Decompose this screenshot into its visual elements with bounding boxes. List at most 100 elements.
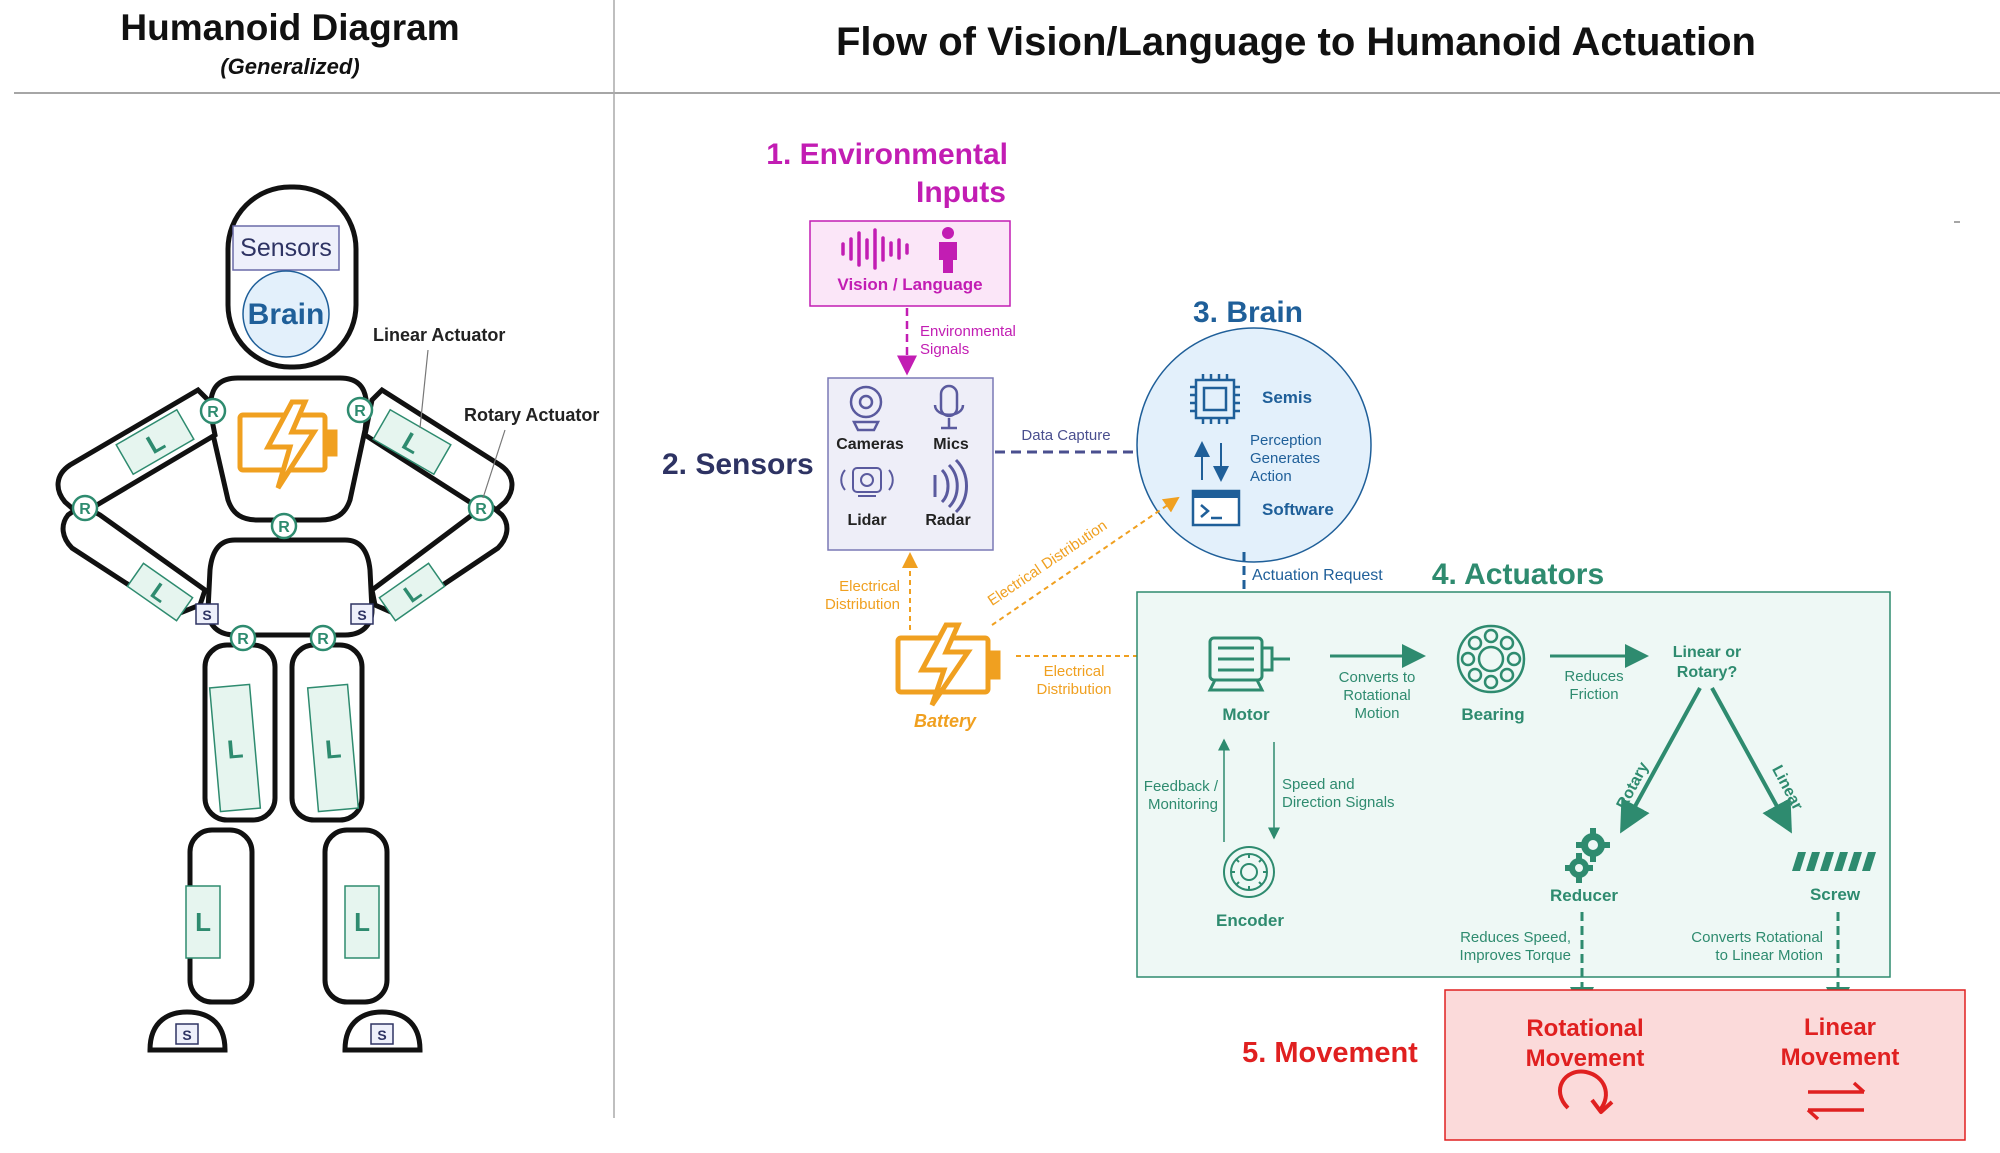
- rotational-movement-line1: Rotational: [1526, 1015, 1643, 1042]
- gear-icon: [1565, 828, 1610, 883]
- rotary-actuator-callout: Rotary Actuator: [464, 405, 599, 425]
- svg-text:L: L: [195, 907, 211, 937]
- svg-text:R: R: [278, 519, 290, 536]
- elec-dist-motor-line1: Electrical: [1044, 663, 1105, 680]
- movement-heading: 5. Movement: [1242, 1037, 1418, 1069]
- battery-label: Battery: [914, 711, 977, 731]
- rotary-joint-markers: R R R R R R R: [71, 396, 495, 652]
- mics-label: Mics: [933, 436, 969, 453]
- sensor-marker-left-hand: S: [195, 603, 219, 625]
- rotary-marker-waist: R: [270, 512, 298, 540]
- left-title: Humanoid Diagram: [120, 7, 459, 48]
- brain-circle: [242, 270, 330, 358]
- env-inputs-heading-line1: 1. Environmental: [766, 138, 1008, 171]
- linear-marker-right-thigh: L: [306, 683, 360, 813]
- rotary-branch-arrow: [1620, 687, 1702, 834]
- converts-line3: Motion: [1354, 705, 1399, 722]
- elec-dist-sensors-line2: Distribution: [825, 596, 900, 613]
- sensors-label: Sensors: [240, 234, 332, 262]
- microphone-icon: [933, 384, 965, 430]
- rotary-marker-right-hip: R: [309, 624, 337, 652]
- brain-label: Brain: [248, 298, 325, 331]
- data-capture-label: Data Capture: [1021, 427, 1110, 444]
- brain-heading: 3. Brain: [1193, 296, 1303, 329]
- svg-text:S: S: [202, 607, 211, 623]
- screw-icon: [1792, 852, 1876, 871]
- actuation-request-label: Actuation Request: [1252, 567, 1383, 584]
- feedback-line1: Feedback /: [1144, 778, 1219, 795]
- rotation-arrow-icon: [1558, 1069, 1614, 1114]
- reduces-friction-line2: Friction: [1569, 686, 1618, 703]
- svg-text:S: S: [182, 1027, 191, 1043]
- svg-text:L: L: [354, 907, 370, 937]
- radar-label: Radar: [925, 512, 970, 529]
- svg-text:R: R: [237, 631, 249, 648]
- svg-text:R: R: [207, 404, 219, 421]
- svg-text:L: L: [324, 733, 343, 764]
- battery-icon: [895, 622, 1001, 707]
- elec-dist-motor-line2: Distribution: [1036, 681, 1111, 698]
- lidar-label: Lidar: [847, 512, 886, 529]
- lidar-icon: [840, 467, 894, 497]
- sensors-heading: 2. Sensors: [662, 448, 814, 481]
- semis-label: Semis: [1262, 388, 1312, 407]
- svg-text:R: R: [79, 501, 91, 518]
- linear-actuator-callout: Linear Actuator: [373, 325, 505, 345]
- svg-text:R: R: [475, 501, 487, 518]
- env-inputs-box-label: Vision / Language: [837, 275, 982, 294]
- rotary-marker-left-shoulder: R: [199, 397, 227, 425]
- speed-line1: Speed and: [1282, 776, 1355, 793]
- svg-text:S: S: [377, 1027, 386, 1043]
- reducer-label: Reducer: [1550, 886, 1618, 905]
- software-label: Software: [1262, 500, 1334, 519]
- screw-label: Screw: [1810, 885, 1861, 904]
- svg-text:S: S: [357, 607, 366, 623]
- linear-marker-left-shin: L: [185, 885, 221, 959]
- humanoid-pelvis: [205, 537, 375, 638]
- env-signals-label-line2: Signals: [920, 341, 969, 358]
- rotary-marker-left-elbow: R: [71, 494, 99, 522]
- linear-movement-line1: Linear: [1804, 1014, 1876, 1041]
- camera-icon: [849, 385, 883, 432]
- bearing-icon: [1456, 624, 1526, 694]
- feedback-line2: Monitoring: [1148, 796, 1218, 813]
- rotational-movement-line2: Movement: [1526, 1045, 1645, 1072]
- bearing-label: Bearing: [1461, 705, 1524, 724]
- rotary-marker-left-hip: R: [229, 624, 257, 652]
- linear-or-rotary-line2: Rotary?: [1677, 664, 1737, 681]
- sensors-box: [232, 225, 340, 271]
- rotary-marker-right-shoulder: R: [346, 396, 374, 424]
- motor-label: Motor: [1222, 705, 1270, 724]
- sensors-panel: [827, 377, 994, 551]
- speed-line2: Direction Signals: [1282, 794, 1395, 811]
- linear-marker-left-thigh: L: [208, 683, 262, 813]
- linear-marker-right-shin: L: [344, 885, 380, 959]
- converts-linear-line2: to Linear Motion: [1715, 947, 1823, 964]
- encoder-icon: [1223, 846, 1275, 898]
- linear-branch-arrow: [1710, 687, 1792, 834]
- person-icon: [939, 227, 957, 273]
- terminal-icon: [1191, 489, 1241, 527]
- sensor-marker-right-foot: S: [370, 1023, 394, 1045]
- rotary-marker-right-elbow: R: [467, 494, 495, 522]
- reduces-friction-line1: Reduces: [1564, 668, 1623, 685]
- env-signals-label-line1: Environmental: [920, 323, 1016, 340]
- converts-line1: Converts to: [1339, 669, 1416, 686]
- linear-actuator-leader: [419, 349, 429, 429]
- linear-actuator-markers: L L L L L L L L: [115, 408, 452, 959]
- left-subtitle: (Generalized): [220, 54, 359, 79]
- linear-marker-right-upper-arm: L: [372, 408, 452, 476]
- sensor-marker-right-hand: S: [350, 603, 374, 625]
- perception-label-line2: Generates: [1250, 450, 1320, 467]
- perception-label-line3: Action: [1250, 468, 1292, 485]
- right-title: Flow of Vision/Language to Humanoid Actu…: [836, 20, 1756, 64]
- elec-dist-to-brain-arrow: [991, 496, 1180, 626]
- converts-linear-line1: Converts Rotational: [1691, 929, 1823, 946]
- sound-wave-icon: [841, 228, 909, 270]
- converts-line2: Rotational: [1343, 687, 1411, 704]
- cameras-label: Cameras: [836, 436, 904, 453]
- torso-battery-icon: [237, 399, 338, 490]
- rotary-actuator-leader: [482, 429, 506, 499]
- env-inputs-heading-line2: Inputs: [916, 176, 1006, 209]
